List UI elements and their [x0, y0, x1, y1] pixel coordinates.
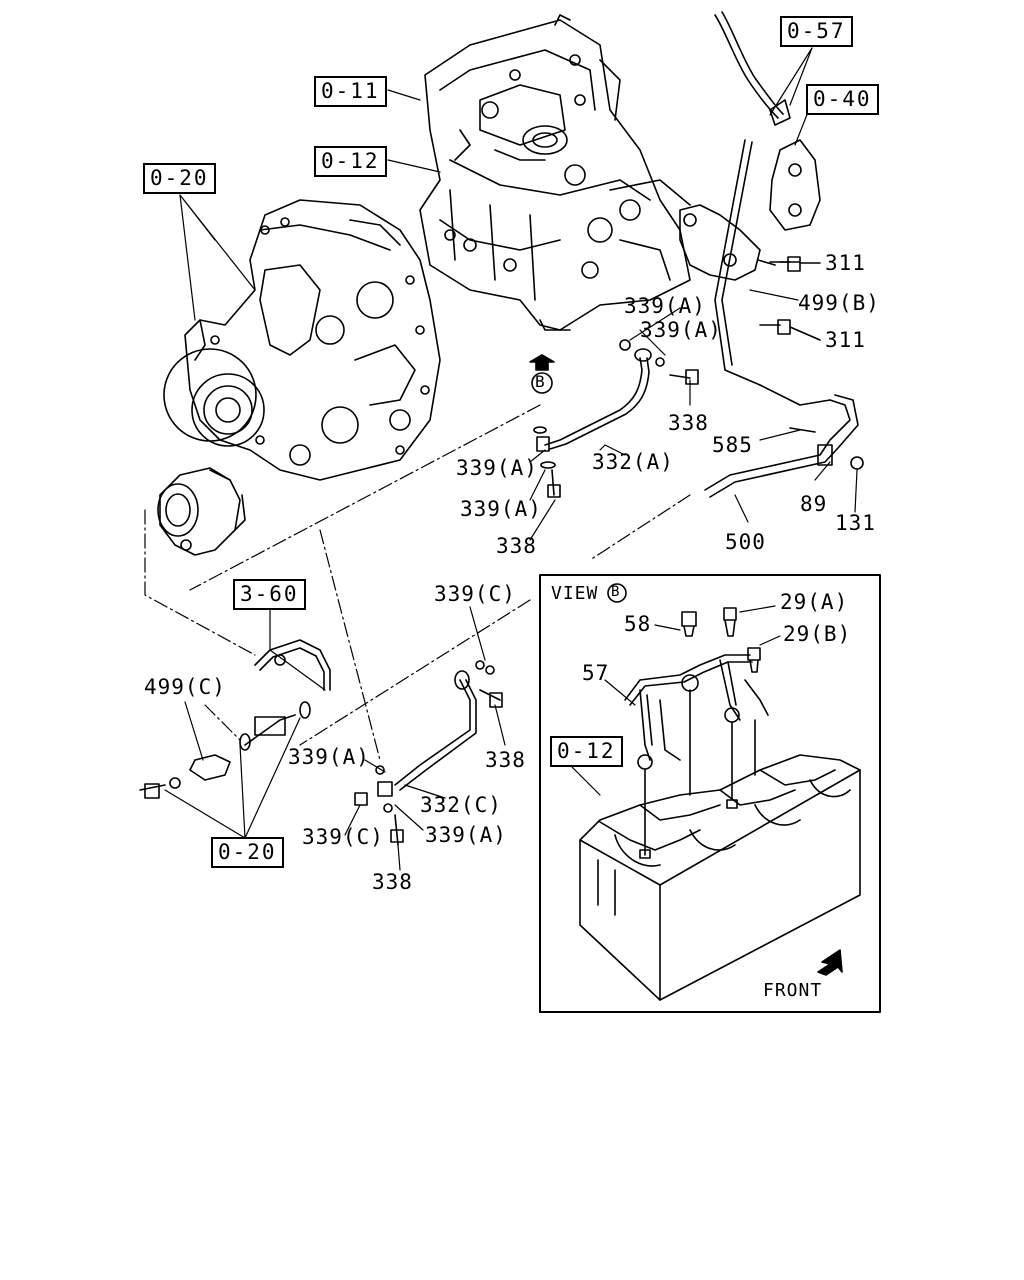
view-b-marker-text: B: [535, 372, 545, 391]
part-label-29b: 29(B): [783, 622, 852, 646]
part-label-332c: 332(C): [420, 793, 502, 817]
pipe-332c-drawing: [354, 660, 503, 846]
part-label-338-2: 338: [496, 534, 537, 558]
part-label-338-1: 338: [668, 411, 709, 435]
front-arrow-icon: [817, 949, 843, 976]
view-b-title: VIEW: [551, 583, 599, 604]
leader-lines: [164, 47, 858, 871]
part-label-311-lower: 311: [825, 328, 866, 352]
ref-box-0-57: 0-57: [780, 16, 853, 47]
view-b-block-drawing: [579, 754, 861, 1001]
part-label-339a-4: 339(A): [460, 497, 542, 521]
part-label-338-4: 338: [372, 870, 413, 894]
hose-500-drawing: [704, 384, 864, 498]
part-label-500: 500: [725, 530, 766, 554]
part-label-338-3: 338: [485, 748, 526, 772]
part-label-339a-2: 339(A): [640, 318, 722, 342]
part-label-332a: 332(A): [592, 450, 674, 474]
part-label-339a-1: 339(A): [624, 294, 706, 318]
engine-block-drawing: [419, 14, 691, 331]
view-b-arrow: [529, 354, 555, 371]
part-label-58: 58: [624, 612, 652, 636]
part-label-57: 57: [582, 661, 610, 685]
bracket-drawing: [679, 11, 821, 386]
tube-499c-drawing: [139, 639, 331, 799]
view-b-title-circle: [607, 583, 627, 603]
ref-box-0-40: 0-40: [806, 84, 879, 115]
ref-box-0-12-view: 0-12: [550, 736, 623, 767]
part-label-499c: 499(C): [144, 675, 226, 699]
vacuum-pump-drawing: [157, 467, 246, 556]
part-label-311-upper: 311: [825, 251, 866, 275]
part-label-339c-2: 339(C): [302, 825, 384, 849]
view-b-marker-circle: [531, 372, 553, 394]
ref-box-0-20-top: 0-20: [143, 163, 216, 194]
part-label-339a-5: 339(A): [288, 745, 370, 769]
ref-box-0-20-bottom: 0-20: [211, 837, 284, 868]
timing-cover-drawing: [163, 199, 441, 481]
ref-box-0-12-top: 0-12: [314, 146, 387, 177]
part-label-131: 131: [835, 511, 876, 535]
part-label-585: 585: [712, 433, 753, 457]
bolt-311-drawing: [757, 256, 821, 341]
part-label-499b: 499(B): [798, 291, 880, 315]
view-b-nozzles-drawing: [624, 607, 769, 859]
ref-box-3-60: 3-60: [233, 579, 306, 610]
part-label-339a-3: 339(A): [456, 456, 538, 480]
front-label: FRONT: [763, 980, 823, 1001]
part-label-89: 89: [800, 492, 828, 516]
part-label-29a: 29(A): [780, 590, 849, 614]
part-label-339a-6: 339(A): [425, 823, 507, 847]
pipe-332a-drawing: [533, 339, 699, 498]
reference-lines: [144, 404, 691, 761]
part-label-339c-1: 339(C): [434, 582, 516, 606]
view-b-title-marker: B: [611, 584, 620, 600]
ref-box-0-11: 0-11: [314, 76, 387, 107]
view-b-frame: [539, 574, 881, 1013]
